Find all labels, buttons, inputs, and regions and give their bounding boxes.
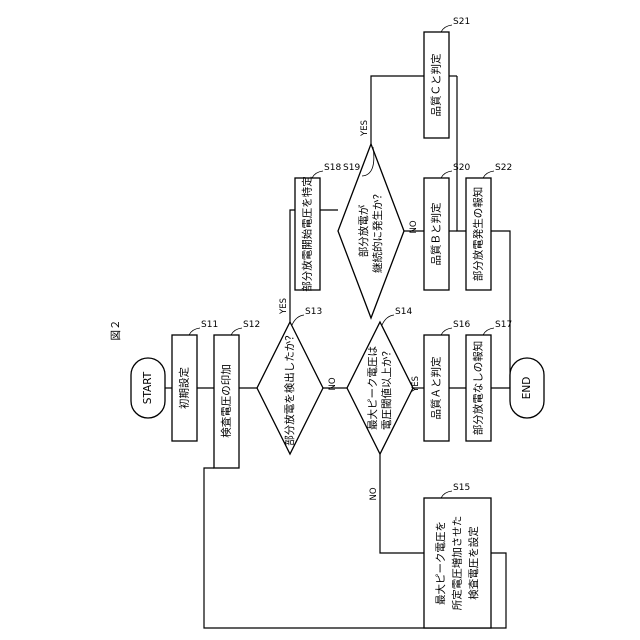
s13-no-label: NO xyxy=(328,377,338,390)
step-s12-text: 検査電圧の印加 xyxy=(220,364,233,438)
start-terminal: START xyxy=(131,358,165,418)
step-s21-text: 品質Ｃと判定 xyxy=(430,53,443,116)
step-s12-id: S12 xyxy=(243,320,260,330)
step-s21-box: 品質Ｃと判定 xyxy=(424,32,449,138)
step-s17-box: 部分放電なしの報知 xyxy=(466,335,491,441)
step-s15-line3: 検査電圧を設定 xyxy=(467,526,480,600)
step-s11-text: 初期設定 xyxy=(178,367,191,409)
step-s17-id: S17 xyxy=(495,320,512,330)
step-s11-box: 初期設定 xyxy=(172,335,197,441)
step-s17-text: 部分放電なしの報知 xyxy=(472,341,485,436)
decision-s19-id: S19 xyxy=(343,163,360,173)
step-s22-box: 部分放電発生の報知 xyxy=(466,178,491,290)
step-s18-box: 部分放電開始電圧を特定 xyxy=(295,176,320,292)
s19-no-label: NO xyxy=(409,220,419,233)
s13-yes-label: YES xyxy=(279,298,289,315)
step-s15-line1: 最大ピーク電圧を xyxy=(434,521,447,605)
step-s21-id: S21 xyxy=(453,17,470,27)
decision-s14-line1: 最大ピーク電圧は xyxy=(366,346,379,430)
step-s15-id: S15 xyxy=(453,483,470,493)
figure-label: 図２ xyxy=(110,320,122,341)
step-s11-id: S11 xyxy=(201,320,218,330)
decision-s13-id: S13 xyxy=(305,307,322,317)
decision-s13-text: 部分放電を検出したか？ xyxy=(283,330,296,446)
step-s22-id: S22 xyxy=(495,163,512,173)
end-label: END xyxy=(521,377,533,400)
decision-s13: 部分放電を検出したか？ xyxy=(257,322,323,454)
decision-s14-line2: 電圧閾値以上か？ xyxy=(380,346,393,430)
start-label: START xyxy=(142,371,154,404)
step-s16-id: S16 xyxy=(453,320,470,330)
s14-no-label: NO xyxy=(369,487,379,500)
step-s20-text: 品質Ｂと判定 xyxy=(430,202,443,265)
decision-s19-line2: 継続的に発生か？ xyxy=(371,189,384,273)
step-s22-text: 部分放電発生の報知 xyxy=(472,187,485,282)
end-terminal: END xyxy=(510,358,544,418)
step-s12-box: 検査電圧の印加 xyxy=(214,335,239,468)
step-s16-box: 品質Ａと判定 xyxy=(424,335,449,441)
decision-s14-id: S14 xyxy=(395,307,412,317)
step-s15-line2: 所定電圧増加させた xyxy=(451,516,464,611)
step-s20-box: 品質Ｂと判定 xyxy=(424,178,449,290)
decision-s19-line1: 部分放電が xyxy=(357,204,370,257)
step-s18-id: S18 xyxy=(324,163,341,173)
step-s16-text: 品質Ａと判定 xyxy=(430,356,443,419)
decision-s14: 最大ピーク電圧は 電圧閾値以上か？ xyxy=(347,322,413,454)
s14-yes-label: YES xyxy=(411,376,421,393)
s19-yes-label: YES xyxy=(360,120,370,137)
step-s18-text: 部分放電開始電圧を特定 xyxy=(301,176,314,292)
step-s15-box: 最大ピーク電圧を 所定電圧増加させた 検査電圧を設定 xyxy=(424,498,491,628)
step-s20-id: S20 xyxy=(453,163,470,173)
